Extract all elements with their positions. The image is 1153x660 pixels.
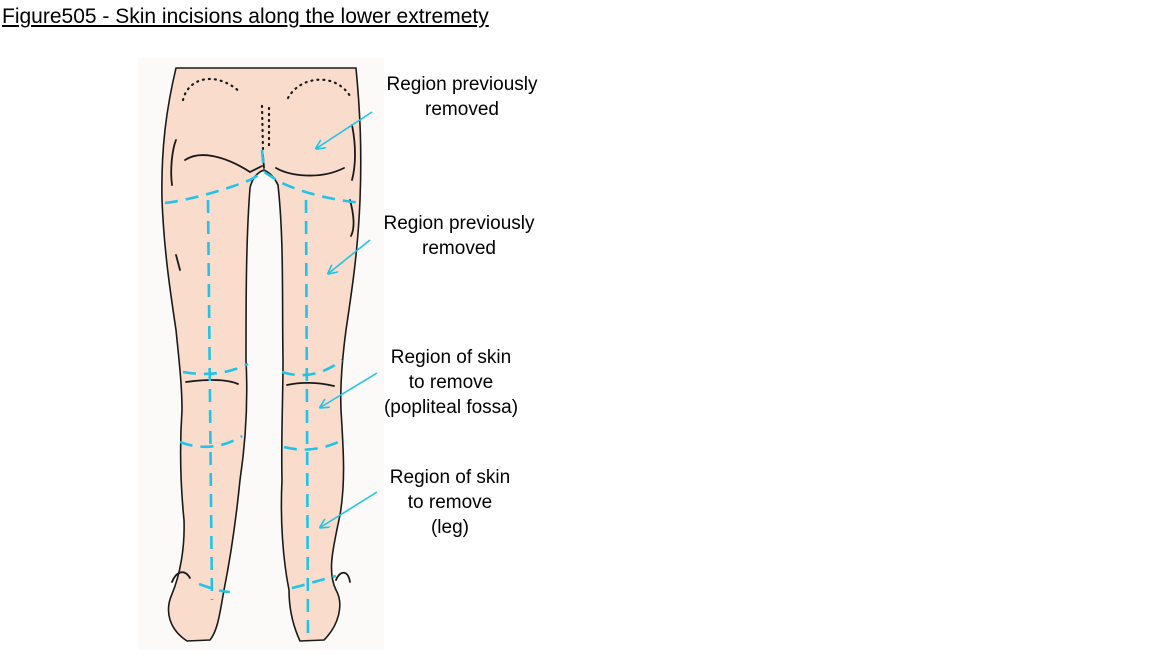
label-line: removed (425, 99, 499, 120)
label-line: (popliteal fossa) (383, 397, 519, 418)
label-popliteal-fossa: Region of skin to remove (popliteal foss… (351, 345, 551, 420)
figure-title: Figure505 - Skin incisions along the low… (2, 5, 489, 28)
pointer-arrow-3 (321, 372, 378, 407)
pointer-arrow-2 (329, 239, 371, 273)
pointer-arrow-4 (321, 491, 378, 527)
incision-lines (164, 149, 364, 636)
pointer-arrow-1 (317, 111, 373, 148)
label-region-previously-removed-buttock: Region previously removed (362, 72, 562, 122)
label-line: (leg) (430, 517, 469, 538)
label-region-previously-removed-thigh: Region previously removed (359, 211, 559, 261)
label-line: Region previously (383, 213, 535, 234)
label-line: to remove (407, 492, 493, 513)
label-line: removed (422, 238, 496, 259)
label-line: Region of skin (389, 467, 511, 488)
gluteal-incision (164, 170, 364, 205)
label-leg: Region of skin to remove (leg) (350, 465, 550, 540)
right-vertical-incision (304, 199, 310, 636)
anatomy-contours (170, 124, 356, 583)
label-line: Region of skin (390, 347, 512, 368)
dotted-landmarks (181, 77, 352, 152)
left-vertical-incision (206, 199, 214, 601)
label-line: to remove (408, 372, 494, 393)
label-line: Region previously (386, 74, 538, 95)
